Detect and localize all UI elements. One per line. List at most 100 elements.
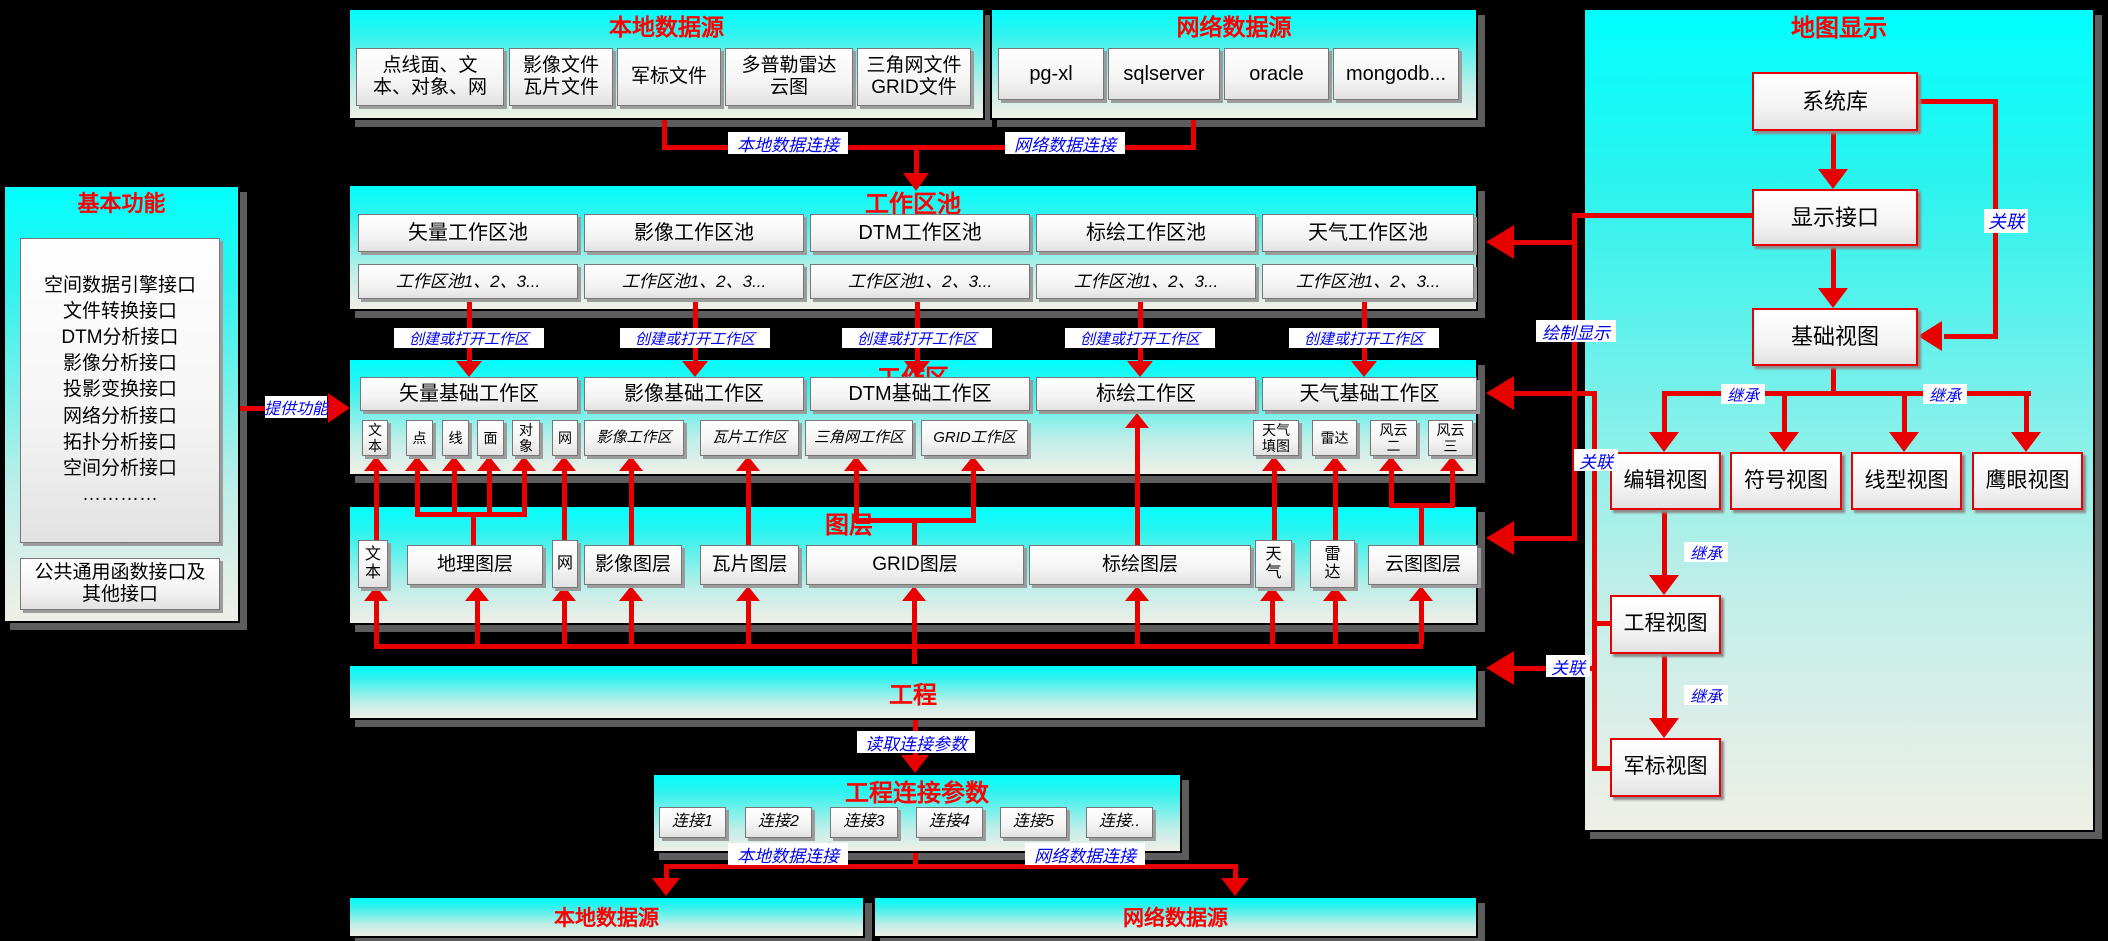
arrowhead-down-2 [682,361,708,377]
connector-line-67 [2024,396,2029,436]
label-create-open-ws-3: 创建或打开工作区 [842,328,992,348]
connector-line-38 [912,600,917,644]
box-oracle: oracle [1224,48,1329,100]
box-ws-net: 网 [552,420,578,456]
connector-line-21 [912,523,917,545]
panel-project-title: 工程 [889,681,937,709]
panel-network-data-source-top-title: 网络数据源 [1176,14,1292,40]
arrowhead-up-28 [1262,456,1286,471]
arrowhead-up-16 [1409,586,1433,601]
connector-line-16 [522,470,527,514]
arrowhead-up-19 [442,456,466,471]
arrowhead-left-35 [1486,225,1514,259]
box-ws-line: 线 [442,420,469,456]
connector-line-47 [1233,869,1238,882]
label-association-mid: 关联 [1574,449,1618,472]
box-layer-geographic: 地理图层 [407,545,543,585]
panel-network-data-source-bottom-title: 网络数据源 [1123,907,1228,930]
box-ws-object: 对 象 [512,420,540,456]
arrowhead-up-15 [1323,586,1347,601]
label-network-data-connect-top: 网络数据连接 [1005,132,1125,155]
arrowhead-down-3 [904,361,930,377]
label-association-right: 关联 [1984,209,2028,233]
arrowhead-down-40 [1818,288,1848,308]
box-plot-workspace: 标绘工作区 [1036,377,1256,411]
connector-line-49 [1577,213,1754,218]
box-layer-net: 网 [552,540,578,588]
label-inherit-branch-left: 继承 [1721,384,1765,405]
arrowhead-up-18 [405,456,429,471]
box-connection-1: 连接1 [659,807,726,838]
label-draw-display: 绘制显示 [1536,320,1616,343]
connector-line-0 [662,120,667,147]
connector-line-41 [1333,600,1338,644]
label-local-data-connect-bottom: 本地数据连接 [728,843,848,866]
box-ws-fengyun2: 风云 二 [1370,420,1417,456]
panel-network-data-source-bottom [873,896,1478,938]
panel-local-data-source-top-title: 本地数据源 [609,14,724,40]
arrowhead-down-46 [1649,575,1679,595]
box-connection-2: 连接2 [745,807,812,838]
arrowhead-up-26 [961,456,985,471]
connector-line-69 [1662,654,1667,722]
box-dtm-workspace-pool: DTM工作区池 [810,214,1030,252]
box-doppler-radar-cloud: 多普勒雷达 云图 [725,48,853,106]
box-dtm-pool-items: 工作区池1、2、3... [810,264,1030,299]
arrowhead-down-39 [1818,169,1848,189]
connector-line-65 [1782,396,1787,436]
arrowhead-up-22 [552,456,576,471]
arrowhead-down-42 [1649,432,1679,452]
arrowhead-down-4 [1127,361,1153,377]
connector-line-51 [1512,391,1597,396]
box-mongodb: mongodb... [1333,48,1459,100]
arrowhead-down-5 [1351,361,1377,377]
arrowhead-up-23 [619,456,643,471]
connector-line-61 [1944,334,1998,339]
box-base-view: 基础视图 [1752,308,1918,366]
arrowhead-down-34 [1221,878,1249,896]
connector-line-1 [662,145,1196,150]
box-ws-tile: 瓦片工作区 [700,420,799,456]
connector-line-30 [1450,470,1455,505]
arrowhead-up-31 [1440,456,1464,471]
panel-map-display [1583,8,2095,832]
box-layer-grid: GRID图层 [806,545,1024,585]
arrowhead-up-20 [477,456,501,471]
box-layer-radar: 雷 达 [1310,540,1355,588]
box-ws-grid: GRID工作区 [921,420,1028,456]
box-vector-workspace-pool: 矢量工作区池 [358,214,578,252]
label-create-open-ws-2: 创建或打开工作区 [620,328,770,348]
panel-project-connection-params-title: 工程连接参数 [845,779,989,807]
connector-line-59 [1918,99,1998,104]
box-image-tile-files: 影像文件 瓦片文件 [509,48,613,106]
connector-line-28 [1419,508,1424,545]
arrowhead-up-29 [1323,456,1347,471]
panel-basic-functions-title: 基本功能 [77,191,166,216]
box-ws-image: 影像工作区 [584,420,684,456]
arrowhead-up-10 [619,586,643,601]
box-weather-pool-items: 工作区池1、2、3... [1262,264,1474,299]
box-display-interface: 显示接口 [1752,189,1918,246]
connector-line-63 [1662,391,2031,396]
arrowhead-down-32 [901,755,929,773]
arrowhead-up-27 [1125,413,1149,428]
box-linetype-view: 线型视图 [1851,452,1962,510]
connector-line-13 [415,470,420,514]
box-weather-base-workspace: 天气基础工作区 [1262,377,1477,411]
box-weather-workspace-pool: 天气工作区池 [1262,214,1474,252]
connector-line-34 [475,600,480,644]
box-ws-radar: 雷达 [1312,420,1357,456]
box-image-pool-items: 工作区池1、2、3... [584,264,804,299]
box-military-symbol-view: 军标视图 [1610,738,1721,797]
connector-line-15 [487,470,492,514]
connector-line-29 [1389,470,1394,505]
arrowhead-up-7 [364,586,388,601]
label-inherit-project-military: 继承 [1684,685,1728,706]
box-layer-tile: 瓦片图层 [700,545,799,585]
box-connection-more: 连接.. [1086,807,1153,838]
label-network-data-connect-bottom: 网络数据连接 [1025,843,1145,866]
connector-line-40 [1270,600,1275,644]
connector-line-14 [452,470,457,514]
connector-line-48 [1572,213,1577,541]
